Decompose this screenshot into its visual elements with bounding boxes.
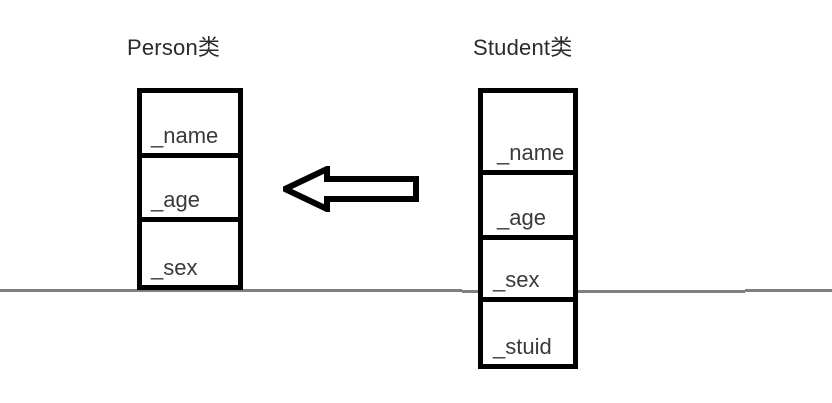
left-arrow-icon: [283, 166, 419, 212]
class-box-student: _name _age _sex _stuid: [478, 88, 578, 369]
field-cell: _name: [137, 88, 243, 158]
horizontal-rule-segment-middle: [462, 290, 745, 293]
class-box-person: _name _age _sex: [137, 88, 243, 290]
field-cell: _age: [478, 170, 578, 240]
horizontal-rule-segment-left: [0, 289, 462, 292]
field-cell: _sex: [137, 217, 243, 290]
class-title-student: Student类: [473, 35, 573, 60]
field-cell: _sex: [478, 235, 578, 302]
field-cell: _age: [137, 153, 243, 222]
field-cell: _stuid: [478, 297, 578, 369]
inheritance-arrow: [283, 166, 419, 212]
class-title-person: Person类: [127, 35, 221, 60]
field-cell: _name: [478, 88, 578, 175]
horizontal-rule-segment-right: [745, 289, 832, 292]
